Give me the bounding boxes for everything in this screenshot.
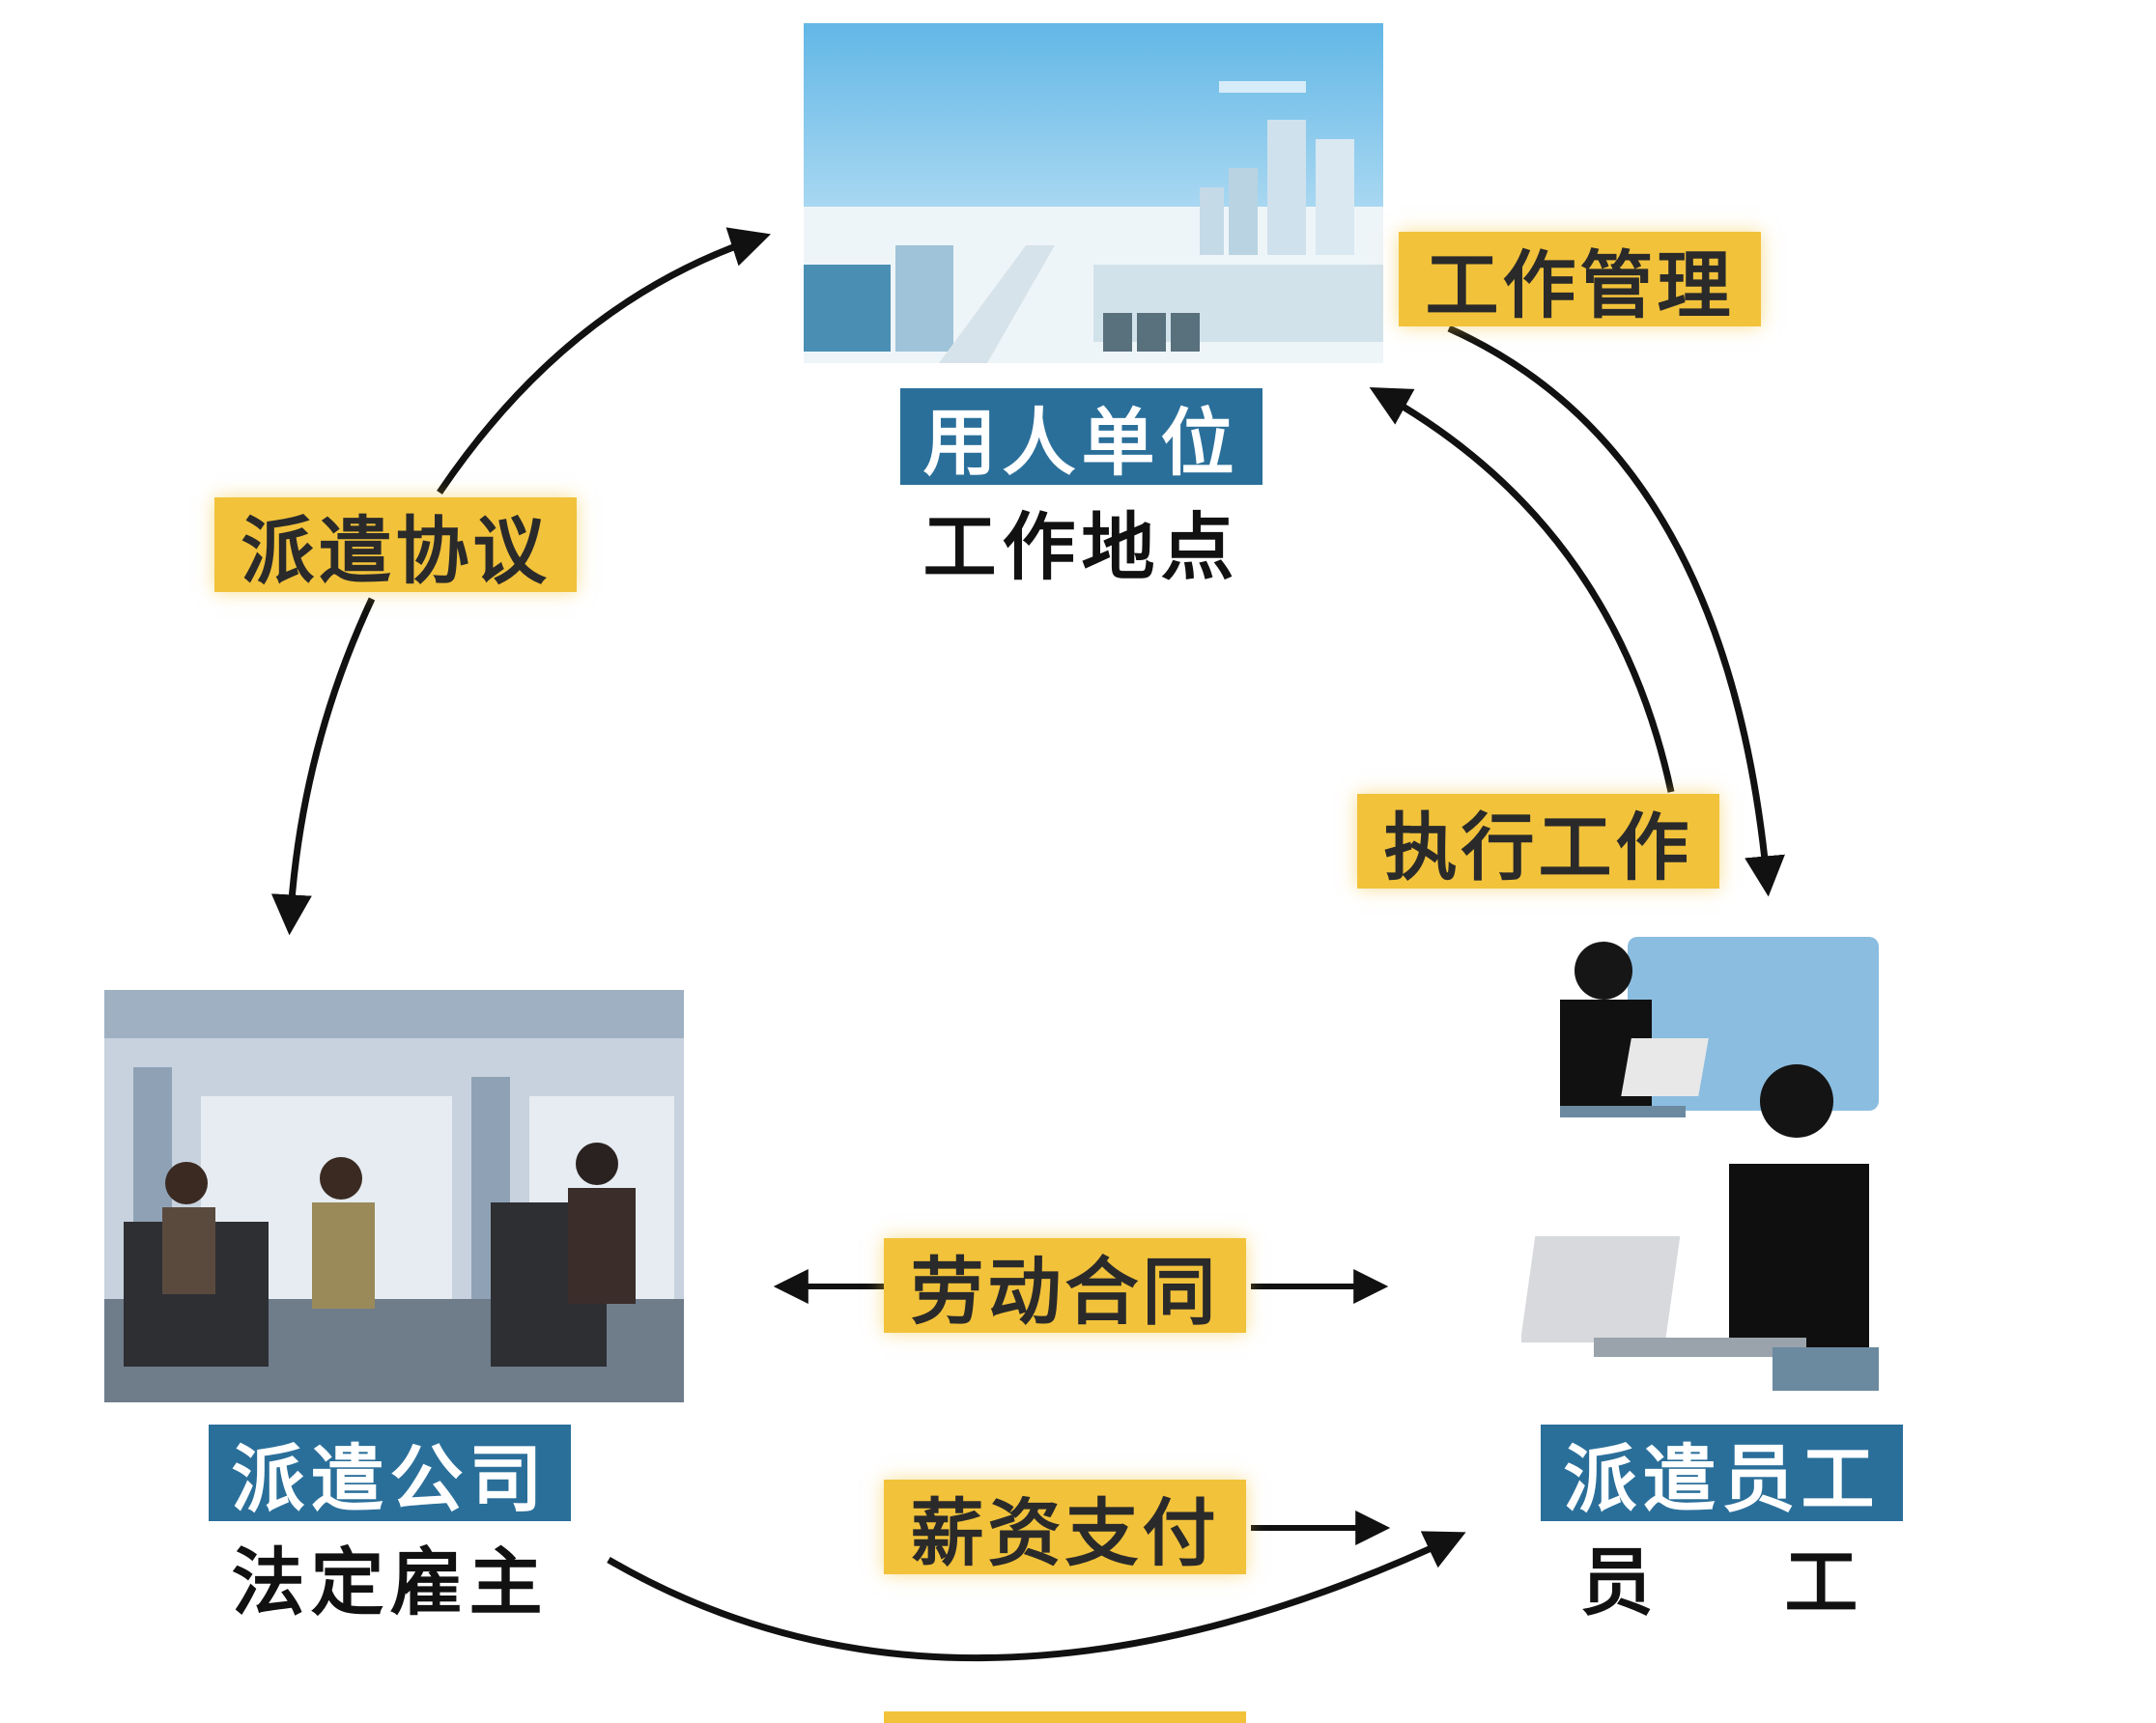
employer-subtitle: 工作地点 <box>922 504 1240 590</box>
work-management-tag: 工作管理 <box>1399 232 1761 328</box>
arrow-agreement-to-agency <box>270 597 376 936</box>
salary-payment-tag: 薪资支付 <box>884 1480 1246 1576</box>
worker-subtitle: 员 工 <box>1579 1539 1864 1625</box>
arrow-management <box>1447 325 1785 897</box>
agency-subtitle: 法定雇主 <box>231 1539 549 1625</box>
office-meeting-image <box>104 990 684 1402</box>
arrow-perform-work <box>1369 386 1675 793</box>
arrow-bottom-arc <box>607 1531 1466 1662</box>
office-workers-image <box>1521 922 1898 1415</box>
bottom-partial-tag <box>884 1711 1246 1723</box>
agency-role-label: 派遣公司 <box>209 1425 571 1522</box>
city-skyline-image <box>804 23 1383 363</box>
labor-contract-tag: 劳动合同 <box>884 1238 1246 1335</box>
perform-work-tag: 执行工作 <box>1357 794 1719 890</box>
arrow-agreement-to-employer <box>437 227 771 494</box>
dispatch-agreement-tag: 派遣协议 <box>214 497 577 594</box>
employer-role-label: 用人单位 <box>900 388 1262 486</box>
worker-role-label: 派遣员工 <box>1541 1425 1903 1522</box>
